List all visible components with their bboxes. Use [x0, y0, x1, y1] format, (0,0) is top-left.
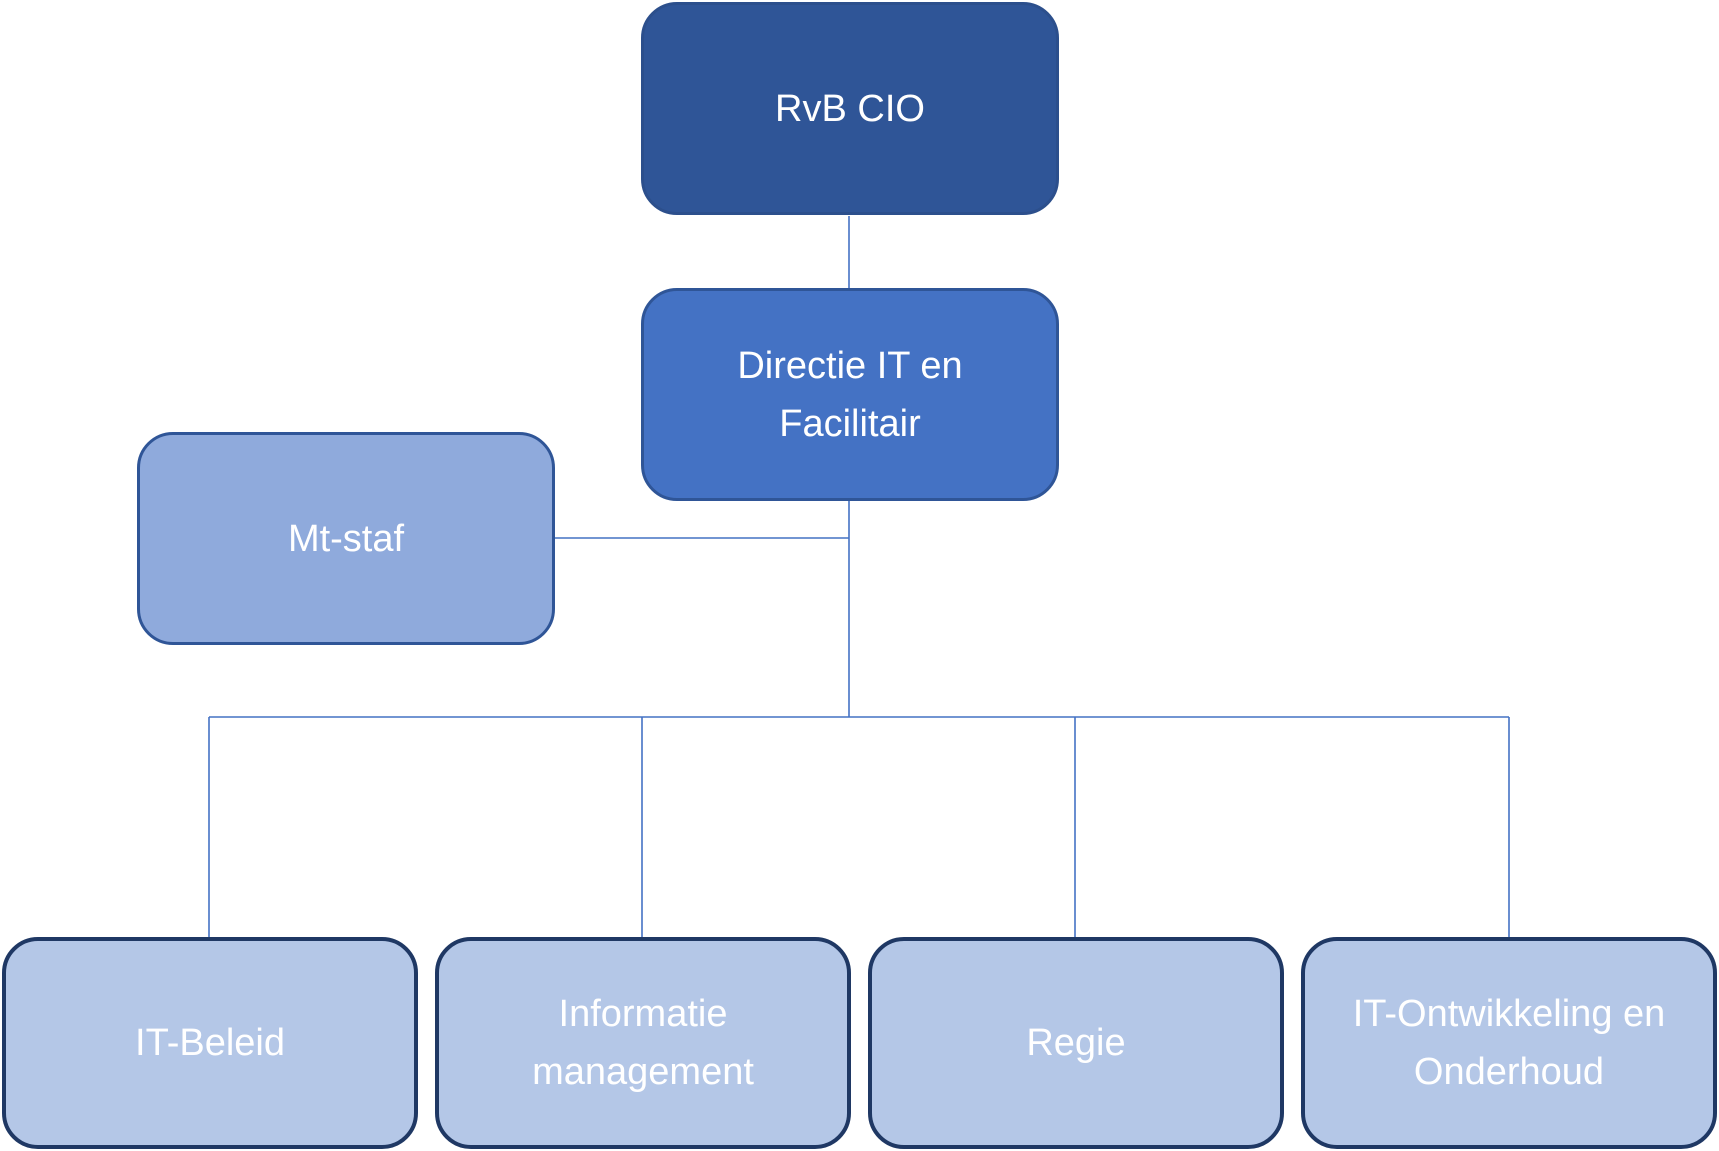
- node-rvb-cio: RvB CIO: [641, 2, 1059, 215]
- node-mt-staf-label: Mt-staf: [287, 517, 405, 560]
- node-informatie-management: Informatie management: [435, 937, 851, 1149]
- node-it-ontwikkeling-label: IT-Ontwikkeling en Onderhoud: [1352, 993, 1666, 1093]
- node-informatie-management-label: Informatie management: [532, 993, 754, 1093]
- node-mt-staf: Mt-staf: [137, 432, 555, 645]
- node-it-beleid: IT-Beleid: [2, 937, 418, 1149]
- node-regie-label: Regie: [1026, 1022, 1126, 1064]
- node-directie-label: Directie IT en Facilitair: [737, 344, 963, 445]
- node-it-beleid-label: IT-Beleid: [135, 1022, 285, 1064]
- node-rvb-cio-label: RvB CIO: [775, 87, 925, 130]
- node-regie: Regie: [868, 937, 1284, 1149]
- node-directie-it-facilitair: Directie IT en Facilitair: [641, 288, 1059, 501]
- node-it-ontwikkeling-onderhoud: IT-Ontwikkeling en Onderhoud: [1301, 937, 1717, 1149]
